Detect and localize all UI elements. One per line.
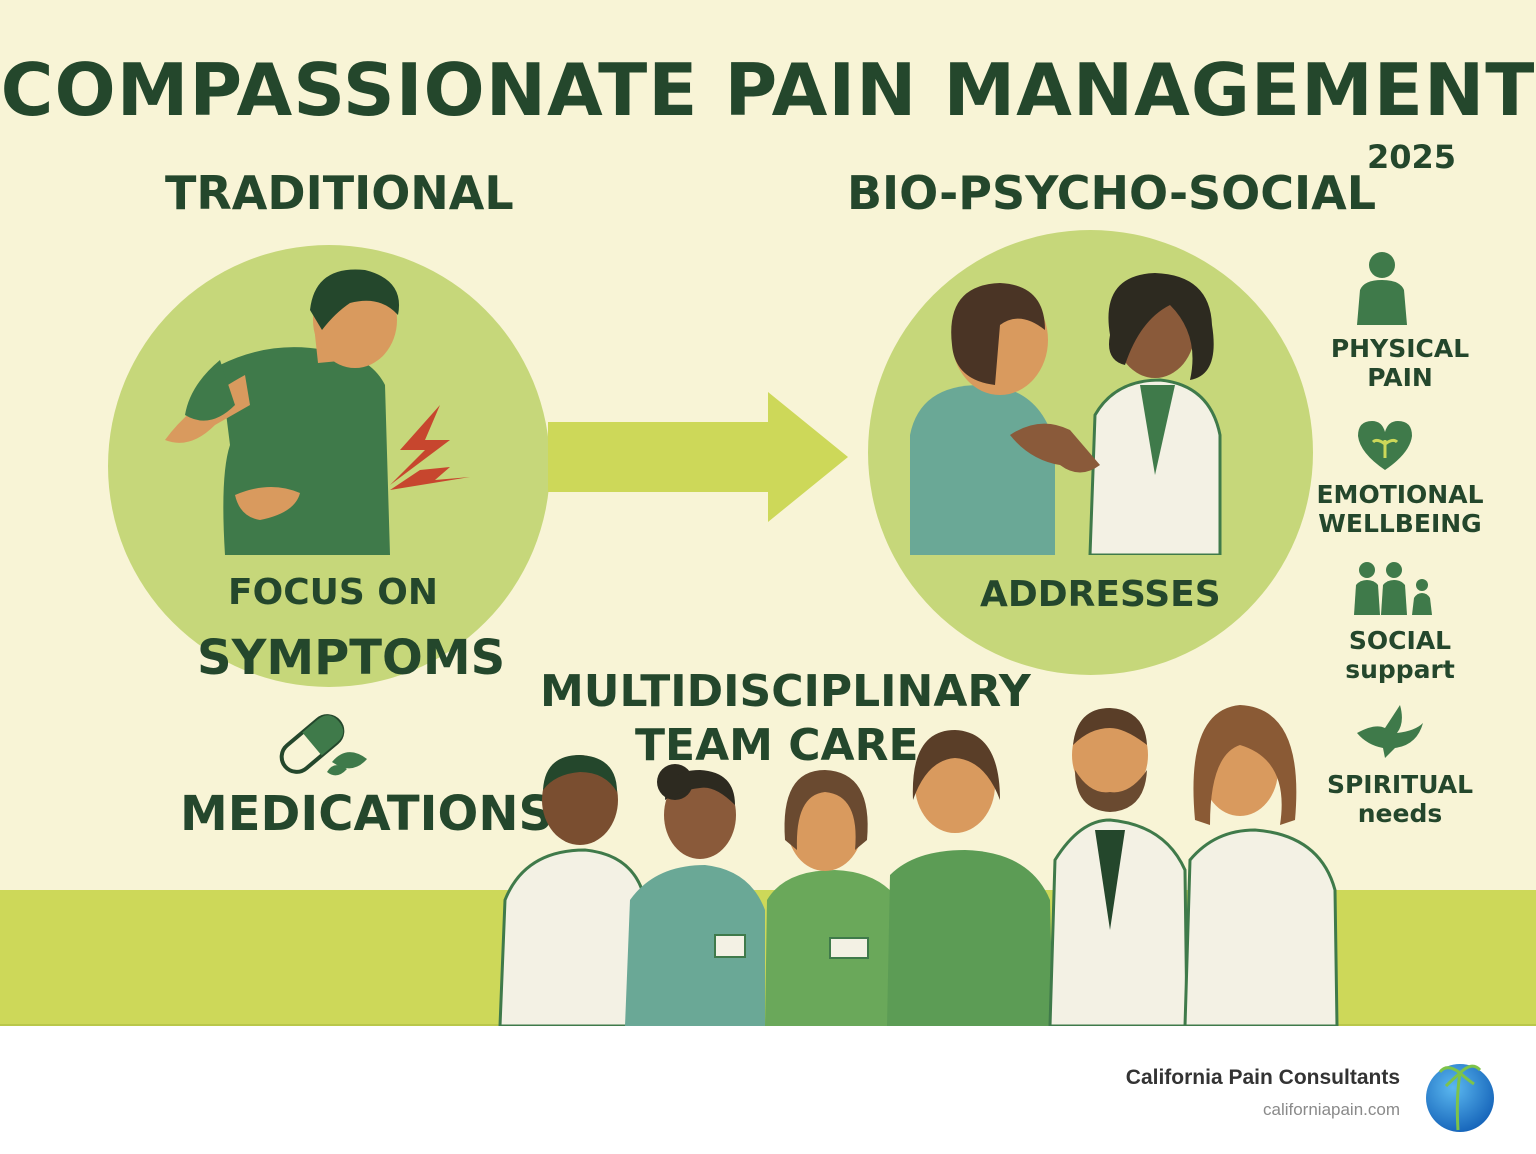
traditional-heading: TRADITIONAL (165, 166, 514, 220)
medications-label: MEDICATIONS (180, 786, 554, 842)
year-label: 2025 (1366, 138, 1456, 176)
heart-icon (1358, 421, 1412, 470)
symptoms-label: SYMPTOMS (197, 630, 506, 686)
page-title: COMPASSIONATE PAIN MANAGEMENT (0, 48, 1536, 132)
spiritual-needs-label: SPIRITUAL needs (1326, 770, 1474, 828)
focus-on-label: FOCUS ON (228, 572, 439, 613)
patient-in-pain-illustration (165, 269, 470, 555)
doctor-patient-illustration (910, 273, 1222, 555)
infographic-poster: COMPASSIONATE PAIN MANAGEMENT 2025 TRADI… (0, 0, 1536, 1026)
team-heading-line1: MULTIDISCIPLINARY (540, 666, 1031, 717)
footer-url[interactable]: californiapain.com (1262, 1100, 1400, 1119)
social-support-label: SOCIAL suppart (1345, 626, 1455, 684)
dove-icon (1357, 705, 1423, 758)
arrow-right-icon (548, 392, 848, 522)
emotional-wellbeing-label: EMOTIONAL WELLBEING (1316, 480, 1484, 538)
group-icon (1354, 562, 1432, 615)
biopsychosocial-heading: BIO-PSYCHO-SOCIAL (847, 166, 1377, 220)
team-heading-line2: TEAM CARE (635, 720, 919, 771)
company-logo-icon (1426, 1064, 1494, 1132)
care-team-illustration (498, 705, 1339, 1026)
addresses-label: ADDRESSES (980, 574, 1221, 615)
physical-pain-label: PHYSICAL PAIN (1330, 334, 1470, 392)
capsule-icon (279, 714, 367, 776)
footer-company-name: California Pain Consultants (1125, 1066, 1400, 1089)
person-icon (1357, 252, 1407, 325)
